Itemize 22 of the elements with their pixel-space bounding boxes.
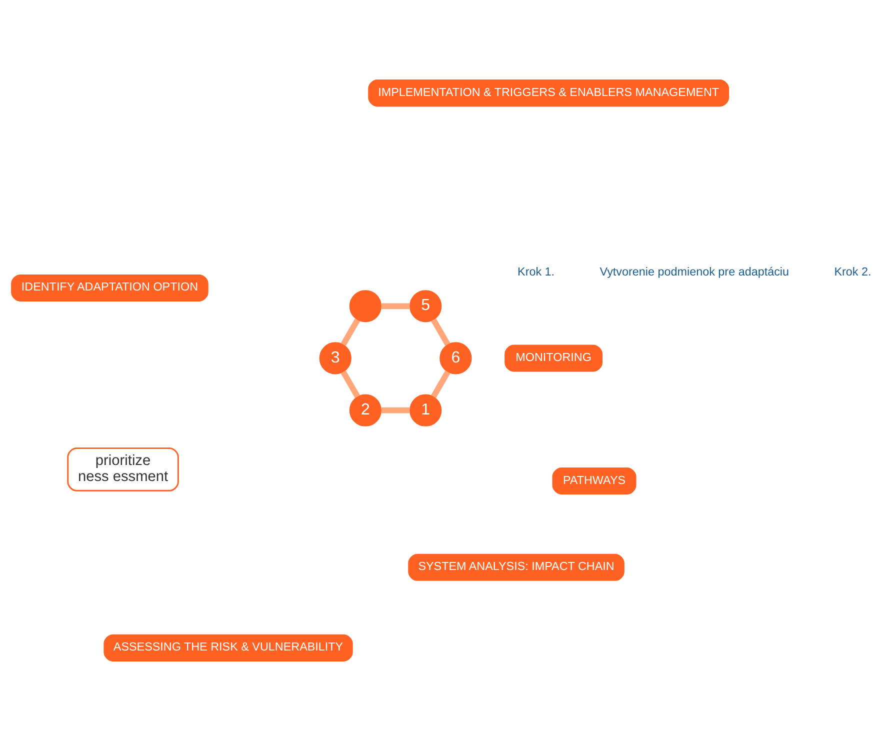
node-circle: 3: [319, 342, 352, 374]
node-circle: 2: [349, 394, 382, 426]
node-circle: 1: [410, 394, 442, 426]
node-circle: 6: [440, 342, 472, 374]
connector: [340, 318, 360, 346]
node-box: SYSTEM ANALYSIS: IMPACT CHAIN: [408, 554, 624, 581]
connector: [430, 318, 450, 346]
connector: [381, 407, 410, 414]
connector: [381, 303, 410, 310]
node-circle: 5: [410, 290, 442, 322]
label: Krok 2.: [834, 266, 872, 279]
node-box: IDENTIFY ADAPTATION OPTION: [11, 274, 208, 302]
connector: [431, 370, 450, 398]
node-box: ASSESSING THE RISK & VULNERABILITY: [104, 634, 353, 662]
connector: [340, 370, 360, 398]
label: Krok 1.: [518, 266, 555, 279]
label: Vytvorenie podmienok pre adaptáciu: [600, 266, 790, 279]
node-box: prioritize ness essment: [67, 448, 179, 492]
node-box: PATHWAYS: [552, 467, 636, 495]
node-circle: [349, 290, 382, 322]
node-box: IMPLEMENTATION & TRIGGERS & ENABLERS MANAGEMENT: [368, 80, 730, 107]
node-box: MONITORING: [504, 344, 602, 372]
